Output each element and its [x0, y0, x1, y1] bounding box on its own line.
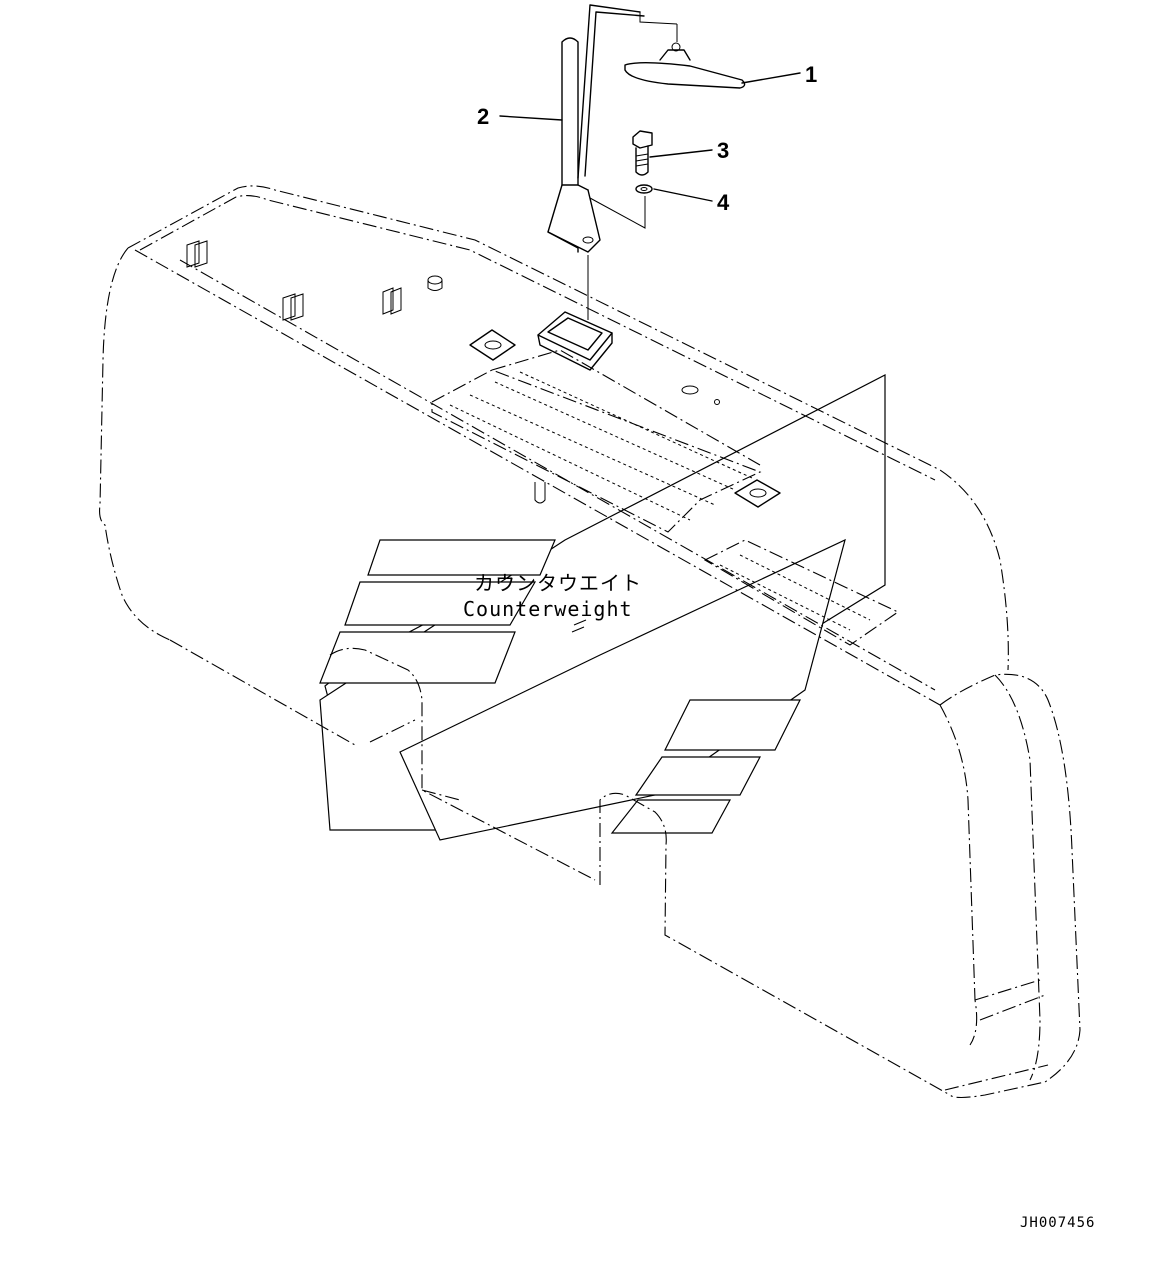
lamp-bracket — [547, 4, 678, 320]
callout-4: 4 — [717, 190, 730, 215]
leader-line-3 — [649, 149, 713, 158]
callout-3: 3 — [717, 138, 729, 163]
drawing-code: JH007456 — [1020, 1215, 1095, 1231]
callout-2: 2 — [477, 104, 489, 129]
leader-line-4 — [653, 188, 713, 202]
washer — [589, 184, 653, 229]
perforated-plate-right — [703, 539, 900, 646]
top-fittings — [186, 240, 781, 633]
component-label-japanese: カウンタウエイト — [474, 571, 642, 595]
bolt — [632, 130, 653, 176]
component-label-english: Counterweight — [463, 597, 633, 621]
leader-lines — [499, 72, 801, 202]
leader-line-2 — [499, 115, 563, 121]
watermark-logo — [319, 374, 886, 841]
lamp — [624, 24, 746, 89]
callout-1: 1 — [805, 62, 817, 87]
leader-line-1 — [741, 72, 801, 84]
perforated-plate-left — [431, 349, 762, 533]
counterweight-body — [99, 185, 1081, 1099]
